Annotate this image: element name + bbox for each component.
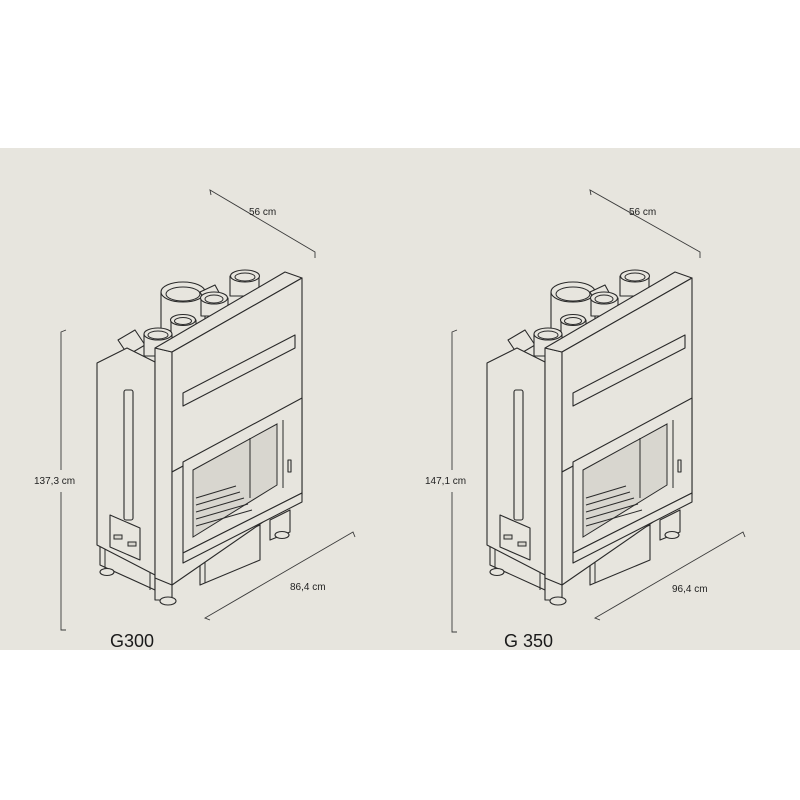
width-dimension-line: [593, 531, 746, 621]
fireplace-drawing-g300: [96, 269, 303, 606]
width-dimension-line: [203, 531, 356, 621]
depth-label: 56 cm: [249, 207, 276, 218]
depth-label: 56 cm: [629, 207, 656, 218]
width-label: 86,4 cm: [290, 582, 326, 593]
model-g350: 56 cm 147,1 cm 96,4 cm G 350: [425, 189, 746, 651]
width-label: 96,4 cm: [672, 584, 708, 595]
depth-dimension-line: [589, 189, 701, 258]
depth-dimension-line: [209, 189, 316, 258]
model-name: G300: [110, 631, 154, 651]
model-g300: 56 cm 137,3 cm 86,4 cm G300: [34, 189, 356, 651]
height-label: 147,1 cm: [425, 476, 466, 487]
height-dimension-line: [451, 329, 458, 470]
height-label: 137,3 cm: [34, 476, 75, 487]
height-dimension-line: [60, 329, 67, 470]
fireplace-drawing-g350: [486, 269, 693, 606]
model-name: G 350: [504, 631, 553, 651]
